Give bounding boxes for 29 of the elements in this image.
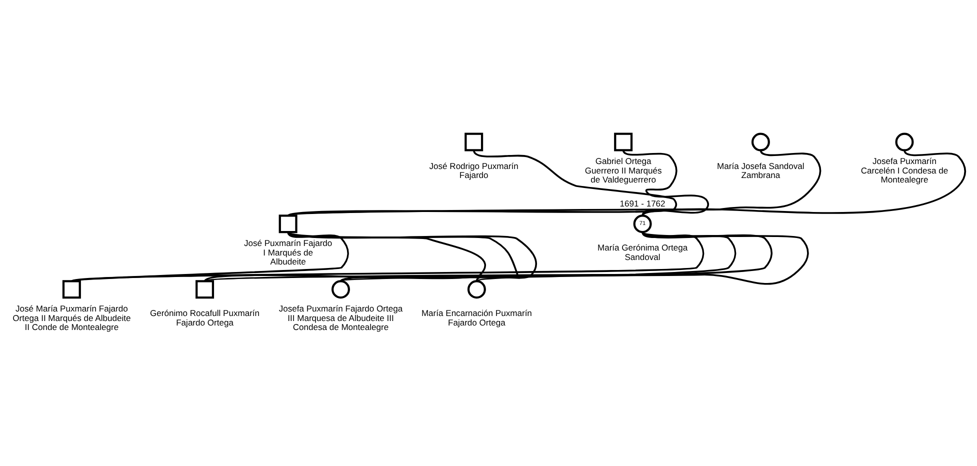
- node-label: José Rodrigo Puxmarín Fajardo: [429, 160, 518, 180]
- node-box: [278, 214, 298, 233]
- node-label: 1691 - 1762: [620, 198, 666, 208]
- node-label: María Gerónima Ortega Sandoval: [598, 242, 688, 262]
- connector: [204, 230, 486, 282]
- node-label: Josefa Puxmarín Carcelén I Condesa de Montealegre: [860, 156, 948, 184]
- node-label: María Josefa Sandoval Zambrana: [717, 160, 804, 180]
- connector: [204, 230, 736, 282]
- node-label: Gabriel Ortega Guerrero II Marqués de Valdeguerrero: [584, 156, 662, 184]
- node-label: María Encarnación Puxmarín Fajardo Ortega: [421, 308, 532, 327]
- connector: [622, 149, 709, 216]
- node-label: Josefa Puxmarín Fajardo Ortega III Marquesa de Albudeite III Condesa de Montealegre: [278, 303, 403, 332]
- node-box: [464, 132, 484, 151]
- connector: [72, 230, 704, 282]
- connector: [288, 149, 677, 216]
- node-label: Gerónimo Rocafull Puxmarín Fajardo Ortega: [150, 308, 260, 327]
- node-circle: [467, 280, 486, 298]
- node-label: José Puxmarín Fajardo I Marqués de Albudeite: [244, 238, 332, 266]
- node-circle: [331, 280, 350, 298]
- connector: [476, 230, 809, 284]
- node-label: José María Puxmarín Fajardo Ortega II Marqués de Albudeite II Conde de Montealegre: [12, 303, 131, 332]
- node-box: [196, 280, 214, 298]
- connector: [340, 230, 773, 282]
- connector: [288, 149, 966, 216]
- node-circle: [751, 132, 770, 151]
- node-box: [62, 280, 81, 298]
- node-box: [614, 132, 633, 151]
- connector: [642, 149, 822, 216]
- node-circle: [895, 132, 914, 151]
